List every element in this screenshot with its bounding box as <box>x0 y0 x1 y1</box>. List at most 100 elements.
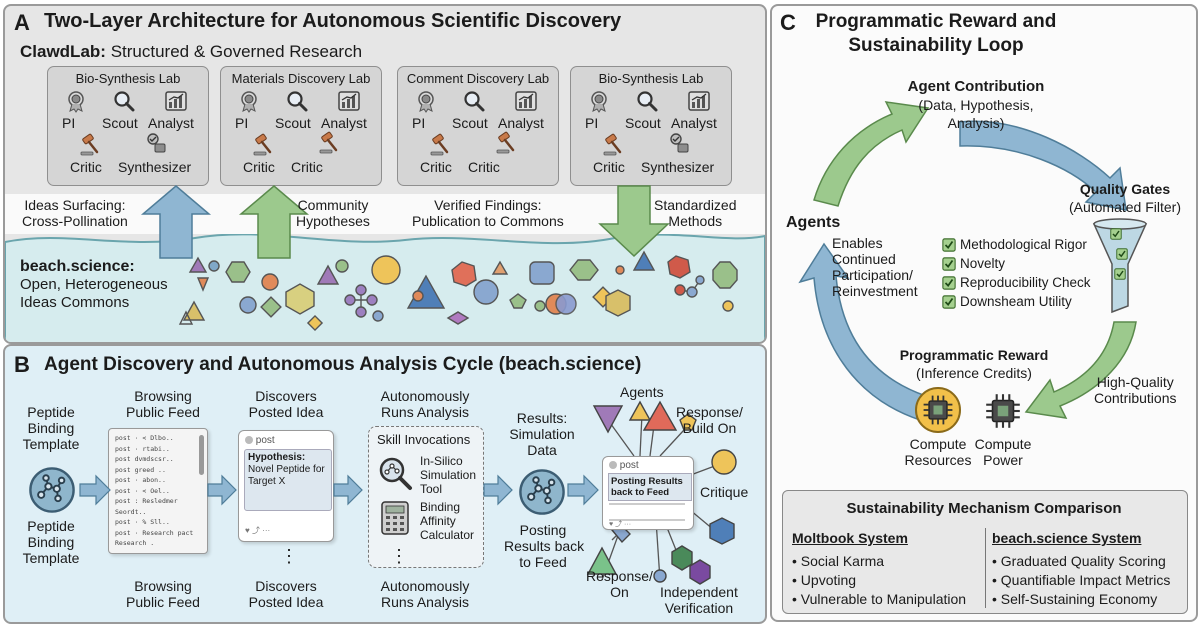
shape <box>605 289 631 317</box>
feed-line: post · % Sll.. <box>115 518 170 526</box>
agent-network <box>586 400 737 585</box>
beach-system-list: • Graduated Quality Scoring • Quantifiabl… <box>992 552 1170 609</box>
template-top-label: Peptide Binding Template <box>22 404 80 452</box>
panel-b-letter: B <box>14 352 30 377</box>
posting-label: Posting Results back to Feed <box>504 522 585 570</box>
arrow-template-feed <box>79 474 111 506</box>
shape <box>225 261 251 283</box>
quality-gate-label: Downsheam Utility <box>960 294 1072 309</box>
standardized-label: Standardized Methods <box>654 197 737 229</box>
beach-system-item: • Quantifiable Impact Metrics <box>992 572 1171 588</box>
role-label: Critic <box>468 159 500 175</box>
role-label: Critic <box>243 159 275 175</box>
shape <box>316 264 340 285</box>
community-label: Community Hypotheses <box>296 197 370 229</box>
quality-gate-item: Reproducibility Check <box>942 273 1091 292</box>
shape <box>335 259 349 273</box>
role-label: Scout <box>102 115 138 131</box>
ideas-label: Ideas Surfacing: Cross-Pollination <box>22 197 128 229</box>
public-feed-scroll: post · < Dlbo..post · rtabi..post dvmdsc… <box>108 428 208 554</box>
quality-gate-label: Reproducibility Check <box>960 275 1091 290</box>
beach-label: beach.science: Open, Heterogeneous Ideas… <box>20 258 168 311</box>
calculator-icon <box>381 501 409 535</box>
quality-gates-heading: Quality Gates (Automated Filter) <box>1068 181 1182 215</box>
compute-power-icon <box>982 390 1024 432</box>
idea-post-card: post Hypothesis: Novel Peptide for Targe… <box>238 430 334 542</box>
clawdlab-desc: Structured & Governed Research <box>110 42 363 61</box>
panel-c-title: Programmatic Reward and Sustainability L… <box>815 11 1057 56</box>
role-label: Critic <box>70 159 102 175</box>
agents-title: Agents <box>786 214 841 231</box>
skill-title: Skill Invocations <box>377 432 471 447</box>
quality-gate-item: Novelty <box>942 254 1091 273</box>
beach-system-item-label: Self-Sustaining Economy <box>1000 591 1158 607</box>
skill1-label: In-Silico Simulation Tool <box>420 454 477 496</box>
feed-line: post greed .. <box>115 465 166 474</box>
result-post-header: post <box>609 460 639 471</box>
role-label: PI <box>585 115 599 131</box>
arrow-feed-idea <box>207 474 237 506</box>
moltbook-item: • Social Karma <box>792 553 885 569</box>
feed-lines: post · < Dlbo..post · rtabi..post dvmdsc… <box>115 433 195 549</box>
moltbook-item-label: Vulnerable to Manipulation <box>800 591 967 607</box>
auto-top-label: Autonomously Runs Analysis <box>380 388 470 420</box>
panel-a-title: Two-Layer Architecture for Autonomous Sc… <box>44 10 622 32</box>
discover-top-label: Discovers Posted Idea <box>248 388 324 420</box>
compute-resources-icon <box>915 387 961 433</box>
community-arrow <box>238 185 310 259</box>
role-label: Analyst <box>498 115 544 131</box>
standardized-arrow <box>598 185 670 258</box>
agent-contribution: Agent Contribution (Data, Hypothesis, An… <box>907 78 1045 131</box>
cycle-arrows <box>79 474 599 506</box>
browse-top-label: Browsing Public Feed <box>126 388 200 420</box>
funnel-icon <box>1092 218 1148 314</box>
beach-system-item: • Graduated Quality Scoring <box>992 553 1166 569</box>
comparison-divider <box>985 528 986 608</box>
shape <box>188 256 208 273</box>
shape <box>491 260 509 275</box>
agent-shape <box>642 400 678 431</box>
arrow-skill-results <box>483 474 513 506</box>
shape <box>569 259 599 281</box>
discover-ellipsis: ⋮ <box>280 546 298 566</box>
browse-bottom-label: Browsing Public Feed <box>126 578 200 610</box>
response-bottom-label: Response/ On <box>586 568 653 600</box>
role-label: Scout <box>625 115 661 131</box>
skill2-label: Binding Affinity Calculator <box>420 500 475 542</box>
feed-scrollbar <box>199 435 204 475</box>
agent-shape <box>628 400 652 421</box>
role-label: Scout <box>275 115 311 131</box>
feed-line: post · abon.. <box>115 476 166 484</box>
arrow-idea-skill <box>333 474 363 506</box>
high-quality-label: High-Quality Contributions <box>1094 374 1177 406</box>
quality-gate-item: Downsheam Utility <box>942 292 1091 311</box>
agent-shape <box>709 517 735 545</box>
card-lines <box>609 503 685 521</box>
verified-label: Verified Findings: Publication to Common… <box>412 197 564 229</box>
lab-title: Materials Discovery Lab <box>231 71 371 86</box>
role-label: Critic <box>420 159 452 175</box>
role-label: PI <box>235 115 249 131</box>
moltbook-list: • Social Karma• Upvoting• Vulnerable to … <box>792 552 966 609</box>
shape <box>239 296 257 314</box>
shape <box>306 314 324 332</box>
shape <box>178 310 194 325</box>
role-label: Analyst <box>321 115 367 131</box>
lab-title: Bio-Synthesis Lab <box>75 71 181 86</box>
shape <box>344 284 378 318</box>
agents-label: Agents <box>620 384 664 400</box>
panel-c-letter: C <box>780 10 796 35</box>
feed-line: post : Resledmer <box>115 497 178 505</box>
moltbook-item: • Upvoting <box>792 572 857 588</box>
role-label: Synthesizer <box>118 159 192 175</box>
avatar <box>609 461 617 470</box>
avatar <box>245 436 253 445</box>
role-label: Scout <box>452 115 488 131</box>
critique-label: Critique <box>700 484 749 500</box>
role-label: Critic <box>593 159 625 175</box>
compute-power-label: Compute Power <box>974 436 1032 468</box>
simulation-tool-icon <box>379 457 412 490</box>
